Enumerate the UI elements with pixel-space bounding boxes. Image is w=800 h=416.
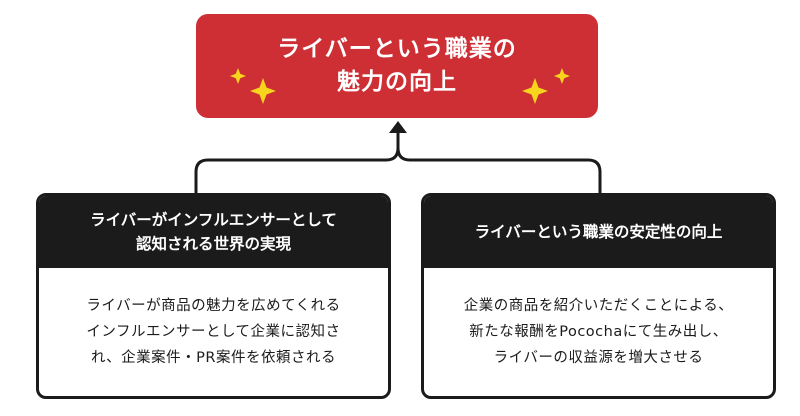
stability-body-line2: 新たな報酬をPocochaにて生み出し、 <box>469 324 728 340</box>
stability-body-line3: ライバーの収益源を増大させる <box>493 350 704 366</box>
stability-body-line1: 企業の商品を紹介いただくことによる、 <box>463 298 734 314</box>
sparkle-icon <box>554 68 570 84</box>
goal-title-line1: ライバーという職業の <box>277 36 517 62</box>
influencer-heading-line1: ライバーがインフルエンサーとして <box>90 211 337 229</box>
influencer-card-body: ライバーが商品の魅力を広めてくれる インフルエンサーとして企業に認知さ れ、企業… <box>39 268 388 396</box>
influencer-heading-line2: 認知される世界の実現 <box>135 235 291 253</box>
sparkle-icon <box>230 68 246 84</box>
goal-box: ライバーという職業の 魅力の向上 <box>196 14 598 118</box>
connector-left <box>194 130 400 195</box>
influencer-body-line2: インフルエンサーとして企業に認知さ <box>86 324 341 340</box>
influencer-card-heading: ライバーがインフルエンサーとして 認知される世界の実現 <box>39 196 388 268</box>
stability-card-body: 企業の商品を紹介いただくことによる、 新たな報酬をPocochaにて生み出し、 … <box>424 268 773 396</box>
connector-right <box>396 147 602 195</box>
goal-title-line2: 魅力の向上 <box>336 69 457 95</box>
sparkle-group <box>230 68 570 104</box>
influencer-body-line1: ライバーが商品の魅力を広めてくれる <box>86 298 341 314</box>
stability-heading: ライバーという職業の安定性の向上 <box>474 223 723 241</box>
goal-title: ライバーという職業の 魅力の向上 <box>277 33 517 99</box>
influencer-card: ライバーがインフルエンサーとして 認知される世界の実現 ライバーが商品の魅力を広… <box>36 193 391 399</box>
stability-card: ライバーという職業の安定性の向上 企業の商品を紹介いただくことによる、 新たな報… <box>421 193 776 399</box>
influencer-body-line3: れ、企業案件・PR案件を依頼される <box>91 350 336 366</box>
sparkle-icon <box>250 78 276 104</box>
sparkle-icon <box>522 78 548 104</box>
arrow-up-icon <box>389 121 407 133</box>
stability-card-heading: ライバーという職業の安定性の向上 <box>424 196 773 268</box>
